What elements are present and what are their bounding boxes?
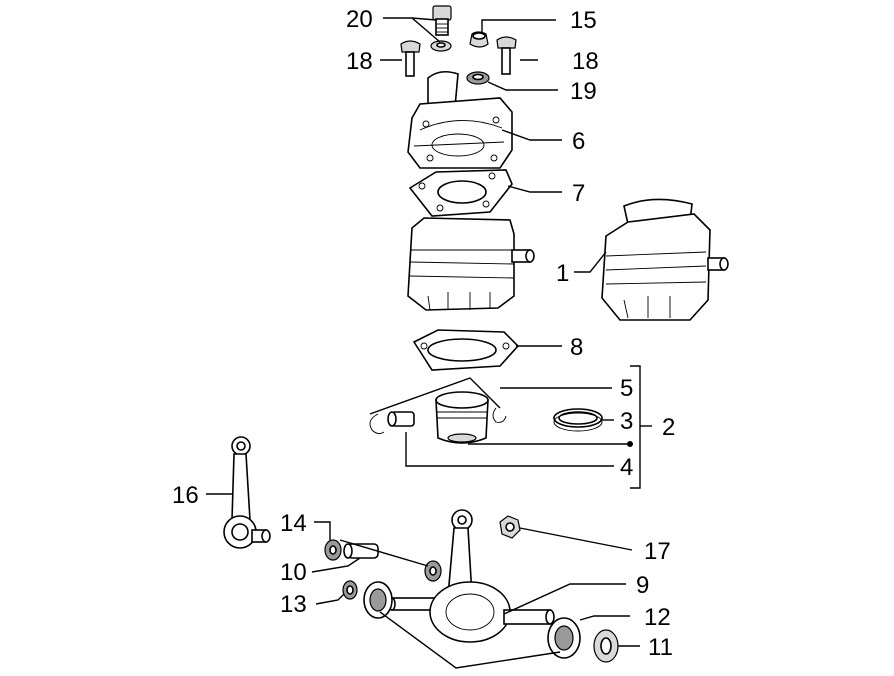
callout-8: 8 [570, 334, 583, 361]
part-5-circlip[interactable] [369, 407, 507, 435]
callout-12: 12 [644, 604, 671, 631]
part-4-piston-pin[interactable] [387, 411, 415, 427]
callout-14: 14 [280, 510, 307, 537]
part-17-nut[interactable] [499, 515, 521, 539]
part-20-sensor-bolt[interactable] [432, 5, 452, 36]
callout-18-right: 18 [572, 48, 599, 75]
callout-3: 3 [620, 408, 633, 435]
washer-20 [430, 40, 452, 52]
part-3-piston-rings[interactable] [553, 408, 603, 432]
part-1-cylinder[interactable] [601, 198, 729, 321]
part-10-pin[interactable] [343, 543, 379, 559]
part-18-bolt-left[interactable] [400, 40, 421, 77]
callouts: 20 15 18 18 19 6 7 1 8 5 3 2 4 16 14 17 … [172, 6, 675, 661]
part-7-head-gasket[interactable] [408, 169, 513, 217]
part-12-bearing[interactable] [547, 617, 581, 659]
part-9-crankshaft[interactable] [388, 509, 555, 643]
callout-11: 11 [648, 634, 673, 661]
part-8-base-gasket[interactable] [412, 329, 520, 371]
bearing-left[interactable] [363, 581, 393, 619]
piston[interactable] [435, 391, 489, 444]
cylinder-block[interactable] [407, 217, 535, 311]
callout-13: 13 [280, 591, 307, 618]
callout-2: 2 [662, 414, 675, 441]
callout-15: 15 [570, 7, 597, 34]
callout-16: 16 [172, 482, 199, 509]
callout-7: 7 [572, 180, 585, 207]
part-19-washer[interactable] [466, 71, 490, 85]
part-16-connecting-rod[interactable] [223, 436, 271, 549]
part-18-bolt-right[interactable] [496, 36, 517, 75]
part-13-ring[interactable] [342, 580, 358, 600]
callout-5: 5 [620, 375, 633, 402]
callout-4: 4 [620, 454, 633, 481]
callout-6: 6 [572, 128, 585, 155]
callout-19: 19 [570, 78, 597, 105]
leader-lines [206, 17, 652, 669]
callout-10: 10 [280, 559, 307, 586]
part-15-nut[interactable] [469, 31, 489, 48]
part-11-oil-seal[interactable] [593, 629, 619, 663]
callout-17: 17 [644, 538, 671, 565]
callout-1: 1 [556, 260, 569, 287]
callout-9: 9 [636, 572, 649, 599]
callout-20: 20 [346, 6, 373, 33]
reference-dot [627, 441, 633, 447]
part-6-cylinder-head[interactable] [407, 70, 513, 169]
part-14-washer[interactable] [324, 539, 442, 582]
callout-18-left: 18 [346, 48, 373, 75]
